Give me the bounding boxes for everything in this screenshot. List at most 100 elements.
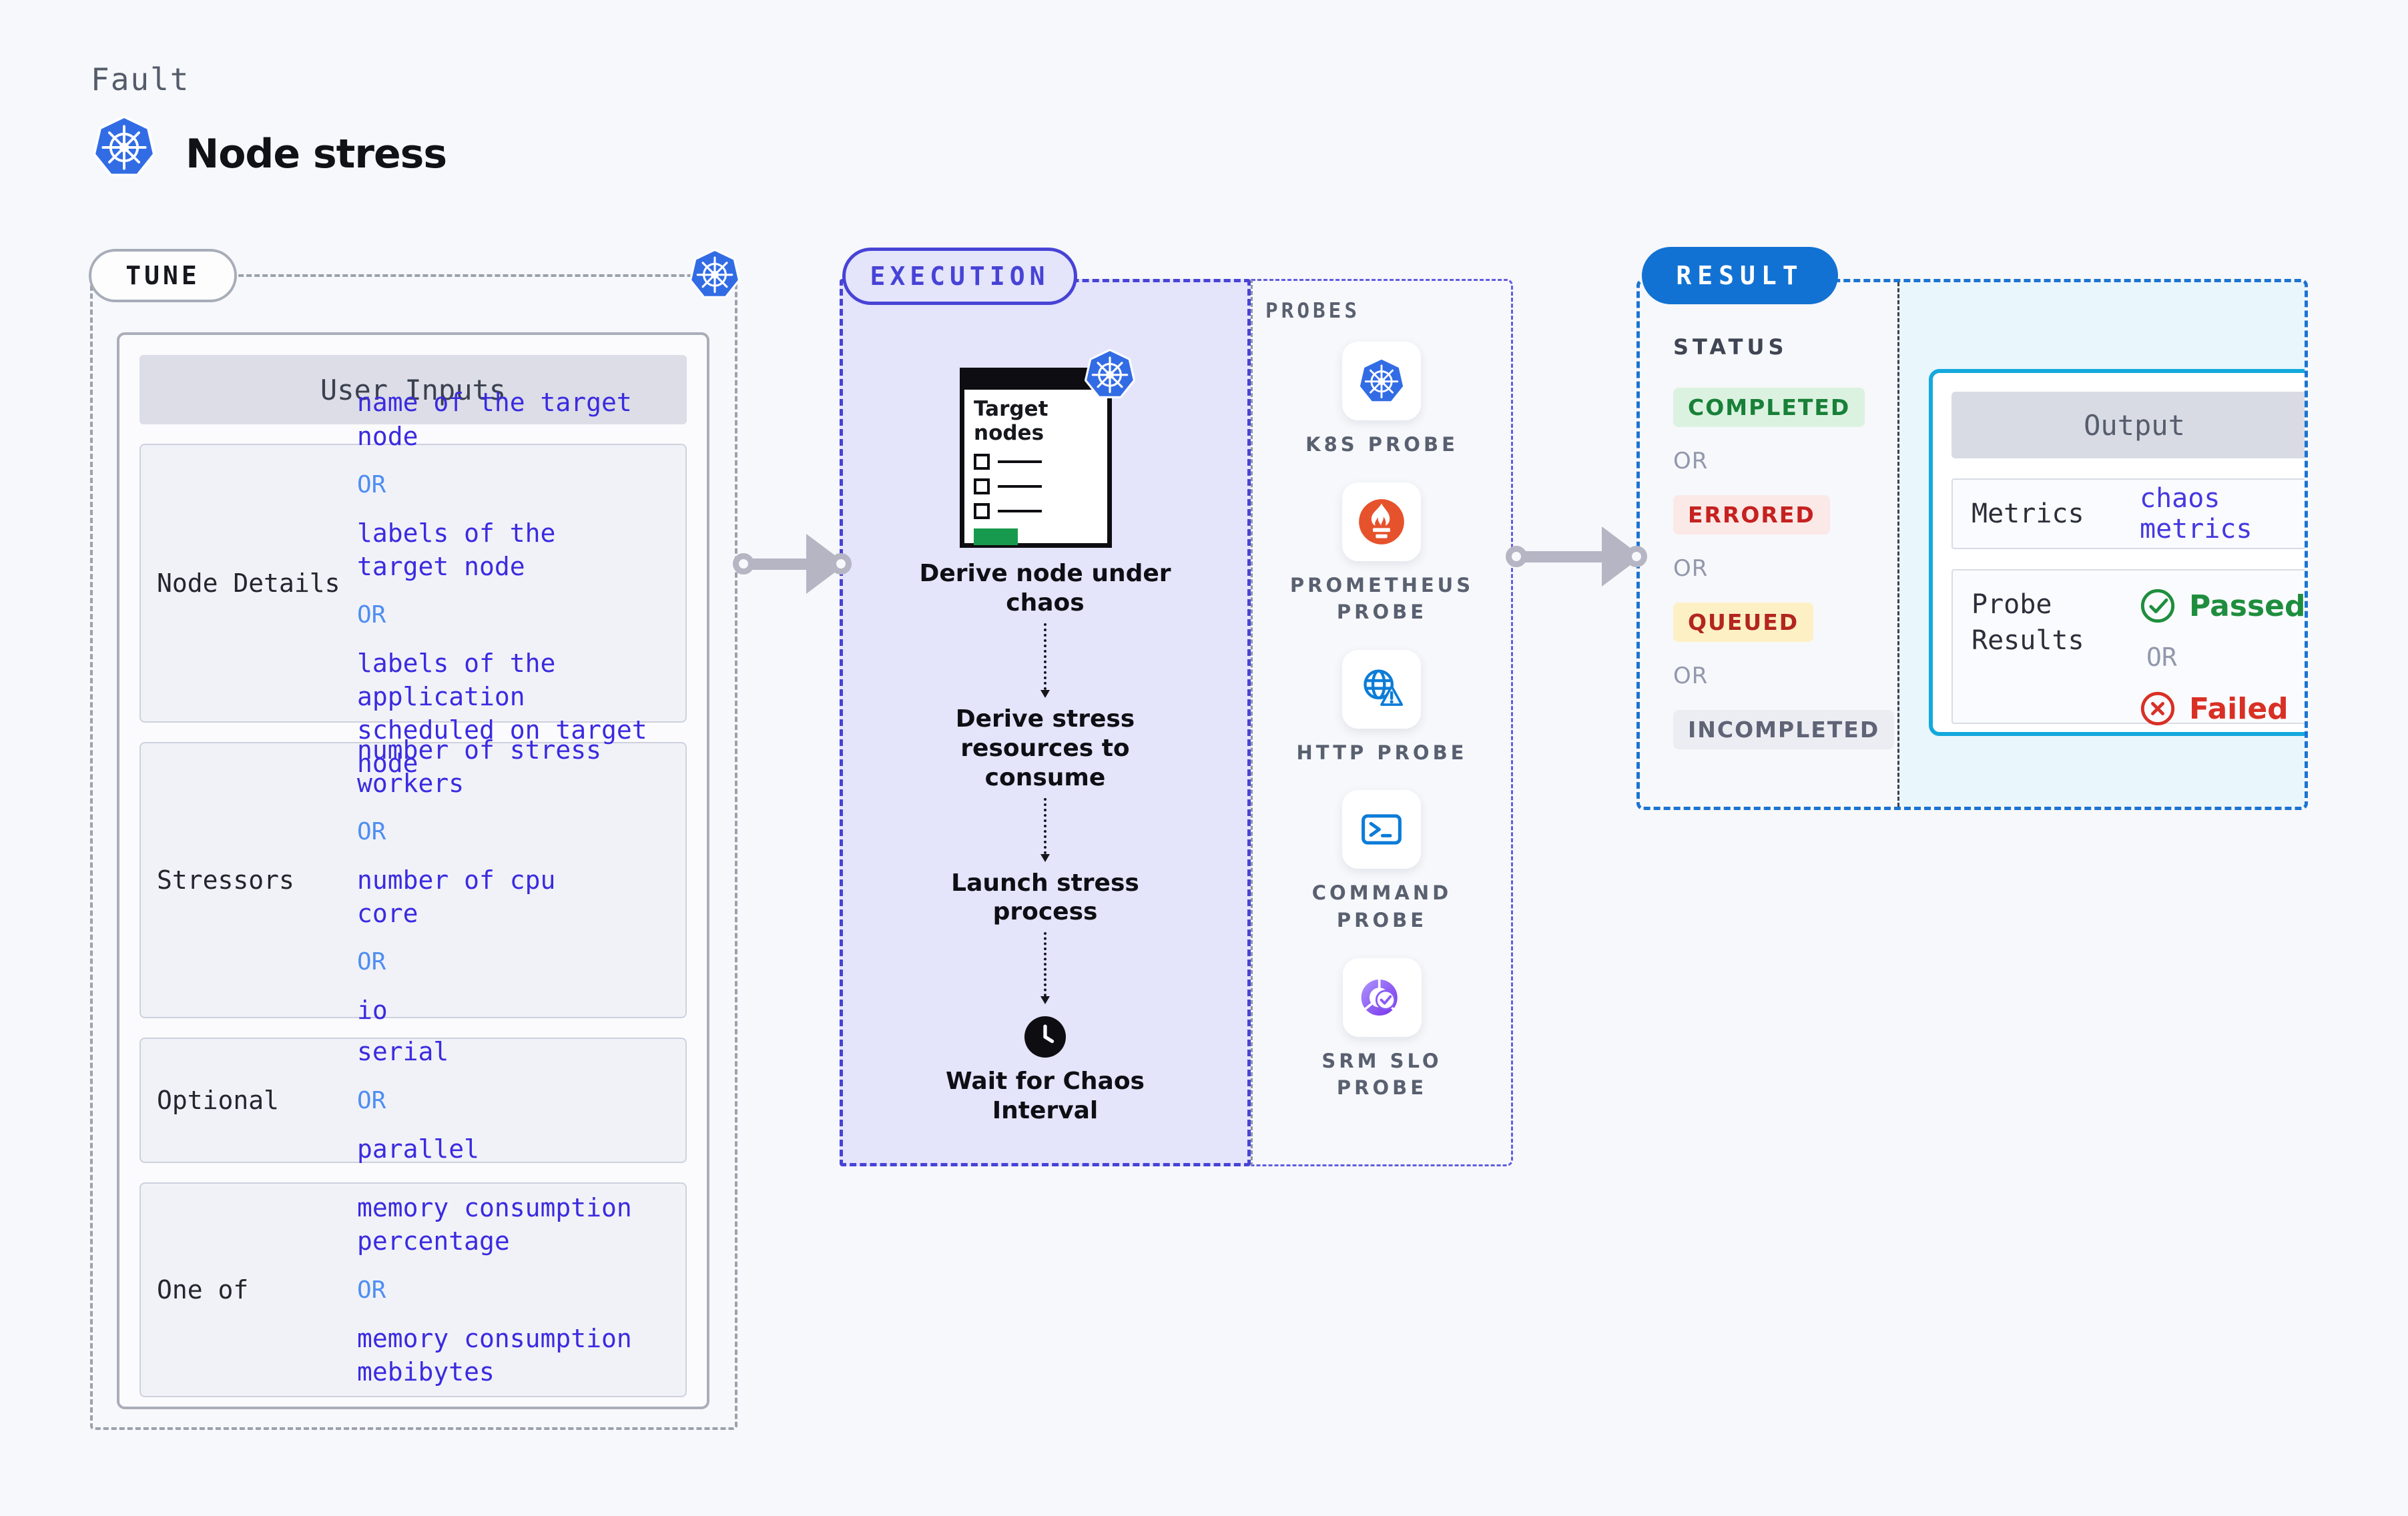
status-badge-completed: COMPLETED — [1673, 388, 1865, 427]
checklist-item — [974, 503, 1098, 520]
input-row-label: Optional — [157, 1086, 280, 1115]
arrow-shaft — [751, 558, 810, 570]
arrow-start-ring — [733, 553, 754, 575]
failed-label: Failed — [2189, 691, 2289, 726]
or-separator: OR — [1673, 555, 1709, 582]
input-row-values: number of stress workers OR number of cp… — [357, 735, 669, 1026]
input-value: name of the target node — [357, 388, 632, 451]
fault-kicker: Fault — [91, 61, 190, 97]
input-value: labels of the application scheduled on t… — [357, 649, 647, 779]
probes-section-box — [1251, 279, 1513, 1166]
arrow-shaft — [1524, 550, 1605, 562]
input-value: memory consumption mebibytes — [357, 1323, 632, 1387]
dotted-down-arrow — [1040, 932, 1050, 1005]
probe-item-srm-slo: SRM SLO PROBE — [1321, 958, 1442, 1102]
input-value: io — [357, 996, 388, 1026]
input-row-label: Stressors — [157, 865, 294, 895]
checkbox-icon — [974, 503, 990, 520]
probe-item-command: COMMAND PROBE — [1312, 790, 1452, 933]
metrics-label: Metrics — [1972, 498, 2084, 529]
probe-item-prometheus: PROMETHEUS PROBE — [1290, 482, 1474, 626]
metrics-row: Metrics chaos metrics — [1951, 478, 2305, 549]
checkbox-icon — [974, 454, 990, 470]
input-value: number of stress workers — [357, 735, 602, 798]
execution-step-wait: Wait for Chaos Interval — [946, 1068, 1145, 1125]
kubernetes-icon — [1084, 348, 1136, 400]
prometheus-icon — [1359, 498, 1405, 544]
input-row-optional: Optional serial OR parallel — [139, 1037, 687, 1164]
probe-card — [1342, 790, 1422, 869]
status-badge-errored: ERRORED — [1673, 495, 1830, 534]
or-separator: OR — [2146, 643, 2177, 672]
clock-icon — [1024, 1016, 1067, 1058]
or-separator: OR — [357, 601, 386, 629]
status-list: COMPLETED OR ERRORED OR QUEUED OR INCOMP… — [1673, 388, 1897, 749]
probe-label: HTTP PROBE — [1296, 741, 1468, 764]
command-terminal-icon — [1362, 814, 1402, 845]
checklist-item — [974, 454, 1098, 470]
tune-to-execution-arrow — [733, 533, 852, 595]
checklist-line — [998, 510, 1042, 513]
execution-to-result-arrow — [1506, 526, 1647, 587]
execution-step: Derive stress resources to consume — [955, 705, 1135, 791]
metrics-value: chaos metrics — [2140, 483, 2252, 544]
input-value: serial — [357, 1037, 449, 1067]
target-nodes-title: Target nodes — [974, 397, 1048, 445]
kubernetes-icon — [689, 248, 741, 300]
progress-bar — [974, 528, 1018, 546]
passed-label: Passed — [2189, 589, 2306, 623]
or-separator: OR — [357, 470, 386, 498]
failed-line: Failed — [2140, 691, 2305, 727]
probe-list: K8S PROBE PROMETHEUS PROBE — [1251, 342, 1513, 1102]
probe-card — [1342, 342, 1422, 420]
status-badge-queued: QUEUED — [1673, 603, 1814, 642]
probes-title: PROBES — [1265, 299, 1360, 323]
checklist-line — [998, 485, 1042, 488]
status-column: STATUS COMPLETED OR ERRORED OR QUEUED OR… — [1640, 282, 1897, 807]
execution-section-pill: EXECUTION — [842, 248, 1077, 305]
output-card: Output Metrics chaos metrics Probe Resul… — [1929, 369, 2306, 736]
probe-item-k8s: K8S PROBE — [1305, 342, 1458, 458]
input-row-node-details: Node Details name of the target node OR … — [139, 388, 687, 778]
probe-label: K8S PROBE — [1305, 433, 1458, 456]
tune-section-box — [90, 274, 737, 1430]
or-separator: OR — [1673, 663, 1709, 689]
probe-label: SRM SLO PROBE — [1321, 1049, 1442, 1100]
checklist-line — [998, 460, 1042, 464]
output-area: Output Metrics chaos metrics Probe Resul… — [1897, 282, 2305, 807]
execution-step: Launch stress process — [951, 869, 1139, 926]
execution-step: Derive node under chaos — [919, 560, 1171, 617]
or-separator: OR — [1673, 448, 1709, 474]
kubernetes-icon — [92, 115, 156, 179]
input-value: memory consumption percentage — [357, 1193, 632, 1256]
user-inputs-panel: User Inputs Node Details name of the tar… — [117, 332, 709, 1409]
probe-item-http: HTTP PROBE — [1296, 649, 1468, 767]
execution-flow: Derive node under chaos Derive stress re… — [840, 559, 1251, 1126]
result-section-box: STATUS COMPLETED OR ERRORED OR QUEUED OR… — [1636, 279, 2308, 810]
arrow-start-ring — [1506, 546, 1527, 567]
probe-results-row: Probe Results Passed OR — [1951, 569, 2306, 727]
k8s-icon — [1358, 357, 1406, 405]
x-circle-icon — [2140, 691, 2175, 726]
status-badge-incompleted: INCOMPLETED — [1673, 710, 1895, 749]
probe-card — [1342, 482, 1422, 561]
or-separator: OR — [357, 948, 386, 976]
or-separator: OR — [357, 1276, 386, 1304]
card-titlebar — [964, 372, 1107, 390]
http-globe-warning-icon — [1364, 669, 1404, 706]
output-header: Output — [1951, 392, 2305, 458]
tune-section-pill: TUNE — [89, 249, 237, 302]
input-row-stressors: Stressors number of stress workers OR nu… — [139, 735, 687, 1026]
result-section-pill: RESULT — [1642, 247, 1838, 304]
dotted-down-arrow — [1040, 797, 1050, 862]
dotted-down-arrow — [1040, 623, 1050, 698]
probe-card — [1342, 958, 1422, 1037]
or-separator: OR — [357, 817, 386, 845]
input-value: parallel — [357, 1134, 480, 1164]
input-value: number of cpu core — [357, 865, 556, 929]
checkbox-icon — [974, 478, 990, 495]
arrow-end-ring — [830, 553, 852, 575]
checklist-item — [974, 478, 1098, 495]
user-inputs-header: User Inputs — [139, 355, 687, 424]
